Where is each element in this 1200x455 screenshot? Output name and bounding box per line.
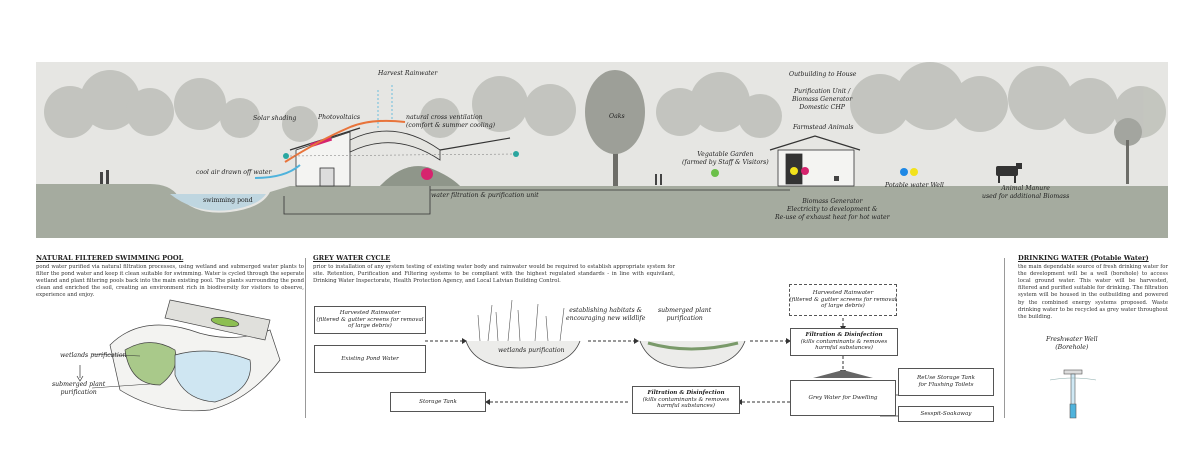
biomass-label: Biomass Generator Electricity to develop… [775,198,890,221]
harvested-rainwater-left-box: Harvested Rainwater (filtered & gutter s… [314,306,426,334]
purification-unit-label: Purification Unit / Biomass Generator Do… [792,88,853,111]
outbuilding [769,135,861,187]
wetlands-basin [465,299,581,369]
pool-panel-body: pond water purified via natural filtrati… [36,263,304,299]
potable-well-label: Potable water Well [885,182,944,189]
pool-wetlands-label: wetlands purification [60,352,127,359]
water-pipe [283,186,790,215]
harvested-rainwater-right-box: Harvested Rainwater (filtered & gutter s… [789,284,897,316]
site-section-drawing [36,62,1168,238]
green-roof-mound [380,166,460,186]
cool-air-label: cool air drawn off water [196,169,272,176]
storage-tank-box: Storage Tank [390,392,486,412]
divider-left [305,258,306,418]
filtration-bottom-box: Filtration & Disinfection (kills contami… [632,386,740,414]
borehole-well-icon [1049,369,1097,419]
habitats-label: establishing habitats & encouraging new … [566,307,646,322]
animal-manure-label: Animal Manure used for additional Biomas… [982,185,1070,200]
water-filtration-label: water filtration & purification unit [431,192,539,199]
grey-water-title: GREY WATER CYCLE [313,254,391,262]
pool-panel-title: NATURAL FILTERED SWIMMING POOL [36,254,184,262]
people-icons [100,170,839,185]
grey-water-dwelling-box: Grey Water for Dwelling [790,380,896,416]
sesspit-soakaway-box: Sesspit-Soakaway [898,406,994,422]
potable-well-marker-yellow [910,168,918,176]
swimming-pond-label: swimming pond [203,197,253,204]
pool-submerged-label: submerged plant purification [52,381,106,396]
wetlands-purification-label: wetlands purification [498,347,565,354]
swimming-pond-water [170,194,266,211]
veg-garden-marker [711,169,719,177]
drinking-water-body: the main dependable source of fresh drin… [1018,263,1168,320]
filtration-bottom-sub: (kills contaminants & removes harmful su… [642,396,730,410]
filtration-top-box: Filtration & Disinfection (kills contami… [790,328,898,356]
farmstead-label: Farmstead Animals [793,124,854,131]
submerged-basin [639,340,746,369]
veg-garden-label: Vegatable Garden (farmed by Staff & Visi… [682,151,769,166]
dwelling-roof [813,370,873,378]
background-trees [44,62,1166,142]
outbuilding-label: Outbuilding to House [789,71,857,78]
harvest-rainwater-label: Harvest Rainwater [378,70,438,77]
pool-panel: NATURAL FILTERED SWIMMING POOL pond wate… [36,254,304,300]
purification-unit-marker [421,168,433,180]
freshwater-well-label: Freshwater Well (Borehole) [1046,336,1098,351]
oak-tree [585,70,645,186]
oaks-label: Oaks [609,113,625,120]
existing-pond-water-box: Existing Pond Water [314,345,426,373]
grey-water-flow-arrows [425,318,844,416]
water-diagrams [76,299,1097,419]
potable-well-marker-blue [900,168,908,176]
filtration-top-title: Filtration & Disinfection [805,331,883,338]
drinking-water-title: DRINKING WATER (Potable Water) [1018,254,1149,262]
filtration-bottom-title: Filtration & Disinfection [647,389,725,396]
solar-shading-label: Solar shading [253,115,297,122]
pool-sketch [109,299,281,412]
grey-water-panel: GREY WATER CYCLE prior to installation o… [313,254,675,285]
ground [36,166,1168,238]
cow-icon [996,163,1022,183]
drinking-water-panel: DRINKING WATER (Potable Water) the main … [1018,254,1168,321]
submerged-plant-label: submerged plant purification [658,307,712,322]
grey-water-body: prior to installation of any system test… [313,263,675,285]
divider-right [1004,258,1005,418]
cool-air-arrow [254,164,301,179]
biomass-marker-yellow [790,167,798,175]
ventilation-label: natural cross ventilation (comfort & sum… [406,114,496,129]
filtration-top-sub: (kills contaminants & removes harmful su… [800,338,888,352]
biomass-marker-magenta [801,167,809,175]
photovoltaics-label: Photovoltaics [318,114,361,121]
warm-air-arrow [284,119,406,163]
reuse-storage-tank-box: ReUse Storage Tank for Flushing Toilets [898,368,994,396]
